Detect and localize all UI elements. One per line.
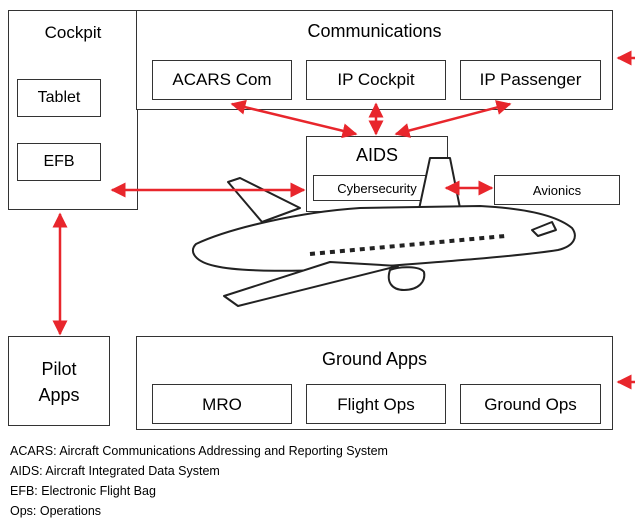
communications-title: Communications: [307, 21, 442, 41]
ip-passenger-box: IP Passenger: [460, 60, 601, 100]
mro-label: MRO: [202, 395, 242, 414]
cybersecurity-box: Cybersecurity: [313, 175, 441, 201]
pilot-apps-label-line1: Pilot: [41, 359, 77, 379]
airplane-icon: [191, 157, 576, 307]
legend-acars: ACARS: Aircraft Communications Addressin…: [10, 444, 388, 458]
avionics-box: Avionics: [494, 175, 620, 205]
tablet-box: Tablet: [17, 79, 101, 117]
legend-aids: AIDS: Aircraft Integrated Data System: [10, 464, 220, 478]
flight-ops-label: Flight Ops: [337, 395, 415, 414]
tablet-label: Tablet: [37, 89, 81, 106]
mro-box: MRO: [152, 384, 292, 424]
legend-efb: EFB: Electronic Flight Bag: [10, 484, 156, 498]
ground-apps-title: Ground Apps: [321, 349, 428, 369]
avionics-label: Avionics: [532, 183, 582, 198]
acars-com-box: ACARS Com: [152, 60, 292, 100]
ground-ops-label: Ground Ops: [484, 395, 577, 414]
ground-ops-box: Ground Ops: [460, 384, 601, 424]
ip-cockpit-label: IP Cockpit: [337, 70, 415, 89]
efb-label: EFB: [43, 153, 75, 170]
aids-title: AIDS: [355, 145, 398, 165]
ip-cockpit-box: IP Cockpit: [306, 60, 446, 100]
cockpit-box: Cockpit Tablet EFB: [8, 10, 138, 210]
legend-ops: Ops: Operations: [10, 504, 102, 518]
acars-com-label: ACARS Com: [172, 70, 272, 89]
efb-box: EFB: [17, 143, 101, 181]
ip-passenger-label: IP Passenger: [479, 70, 582, 89]
flight-ops-box: Flight Ops: [306, 384, 446, 424]
cybersecurity-label: Cybersecurity: [337, 181, 417, 196]
cockpit-title: Cockpit: [44, 23, 102, 42]
pilot-apps-box: Pilot Apps: [8, 336, 110, 426]
airplane-windows: [309, 234, 506, 256]
arrow-ippassenger-aids: [394, 100, 512, 138]
arrow-acars-aids: [230, 99, 358, 139]
connection-arrows: [52, 50, 635, 390]
pilot-apps-label-line2: Apps: [38, 385, 80, 405]
